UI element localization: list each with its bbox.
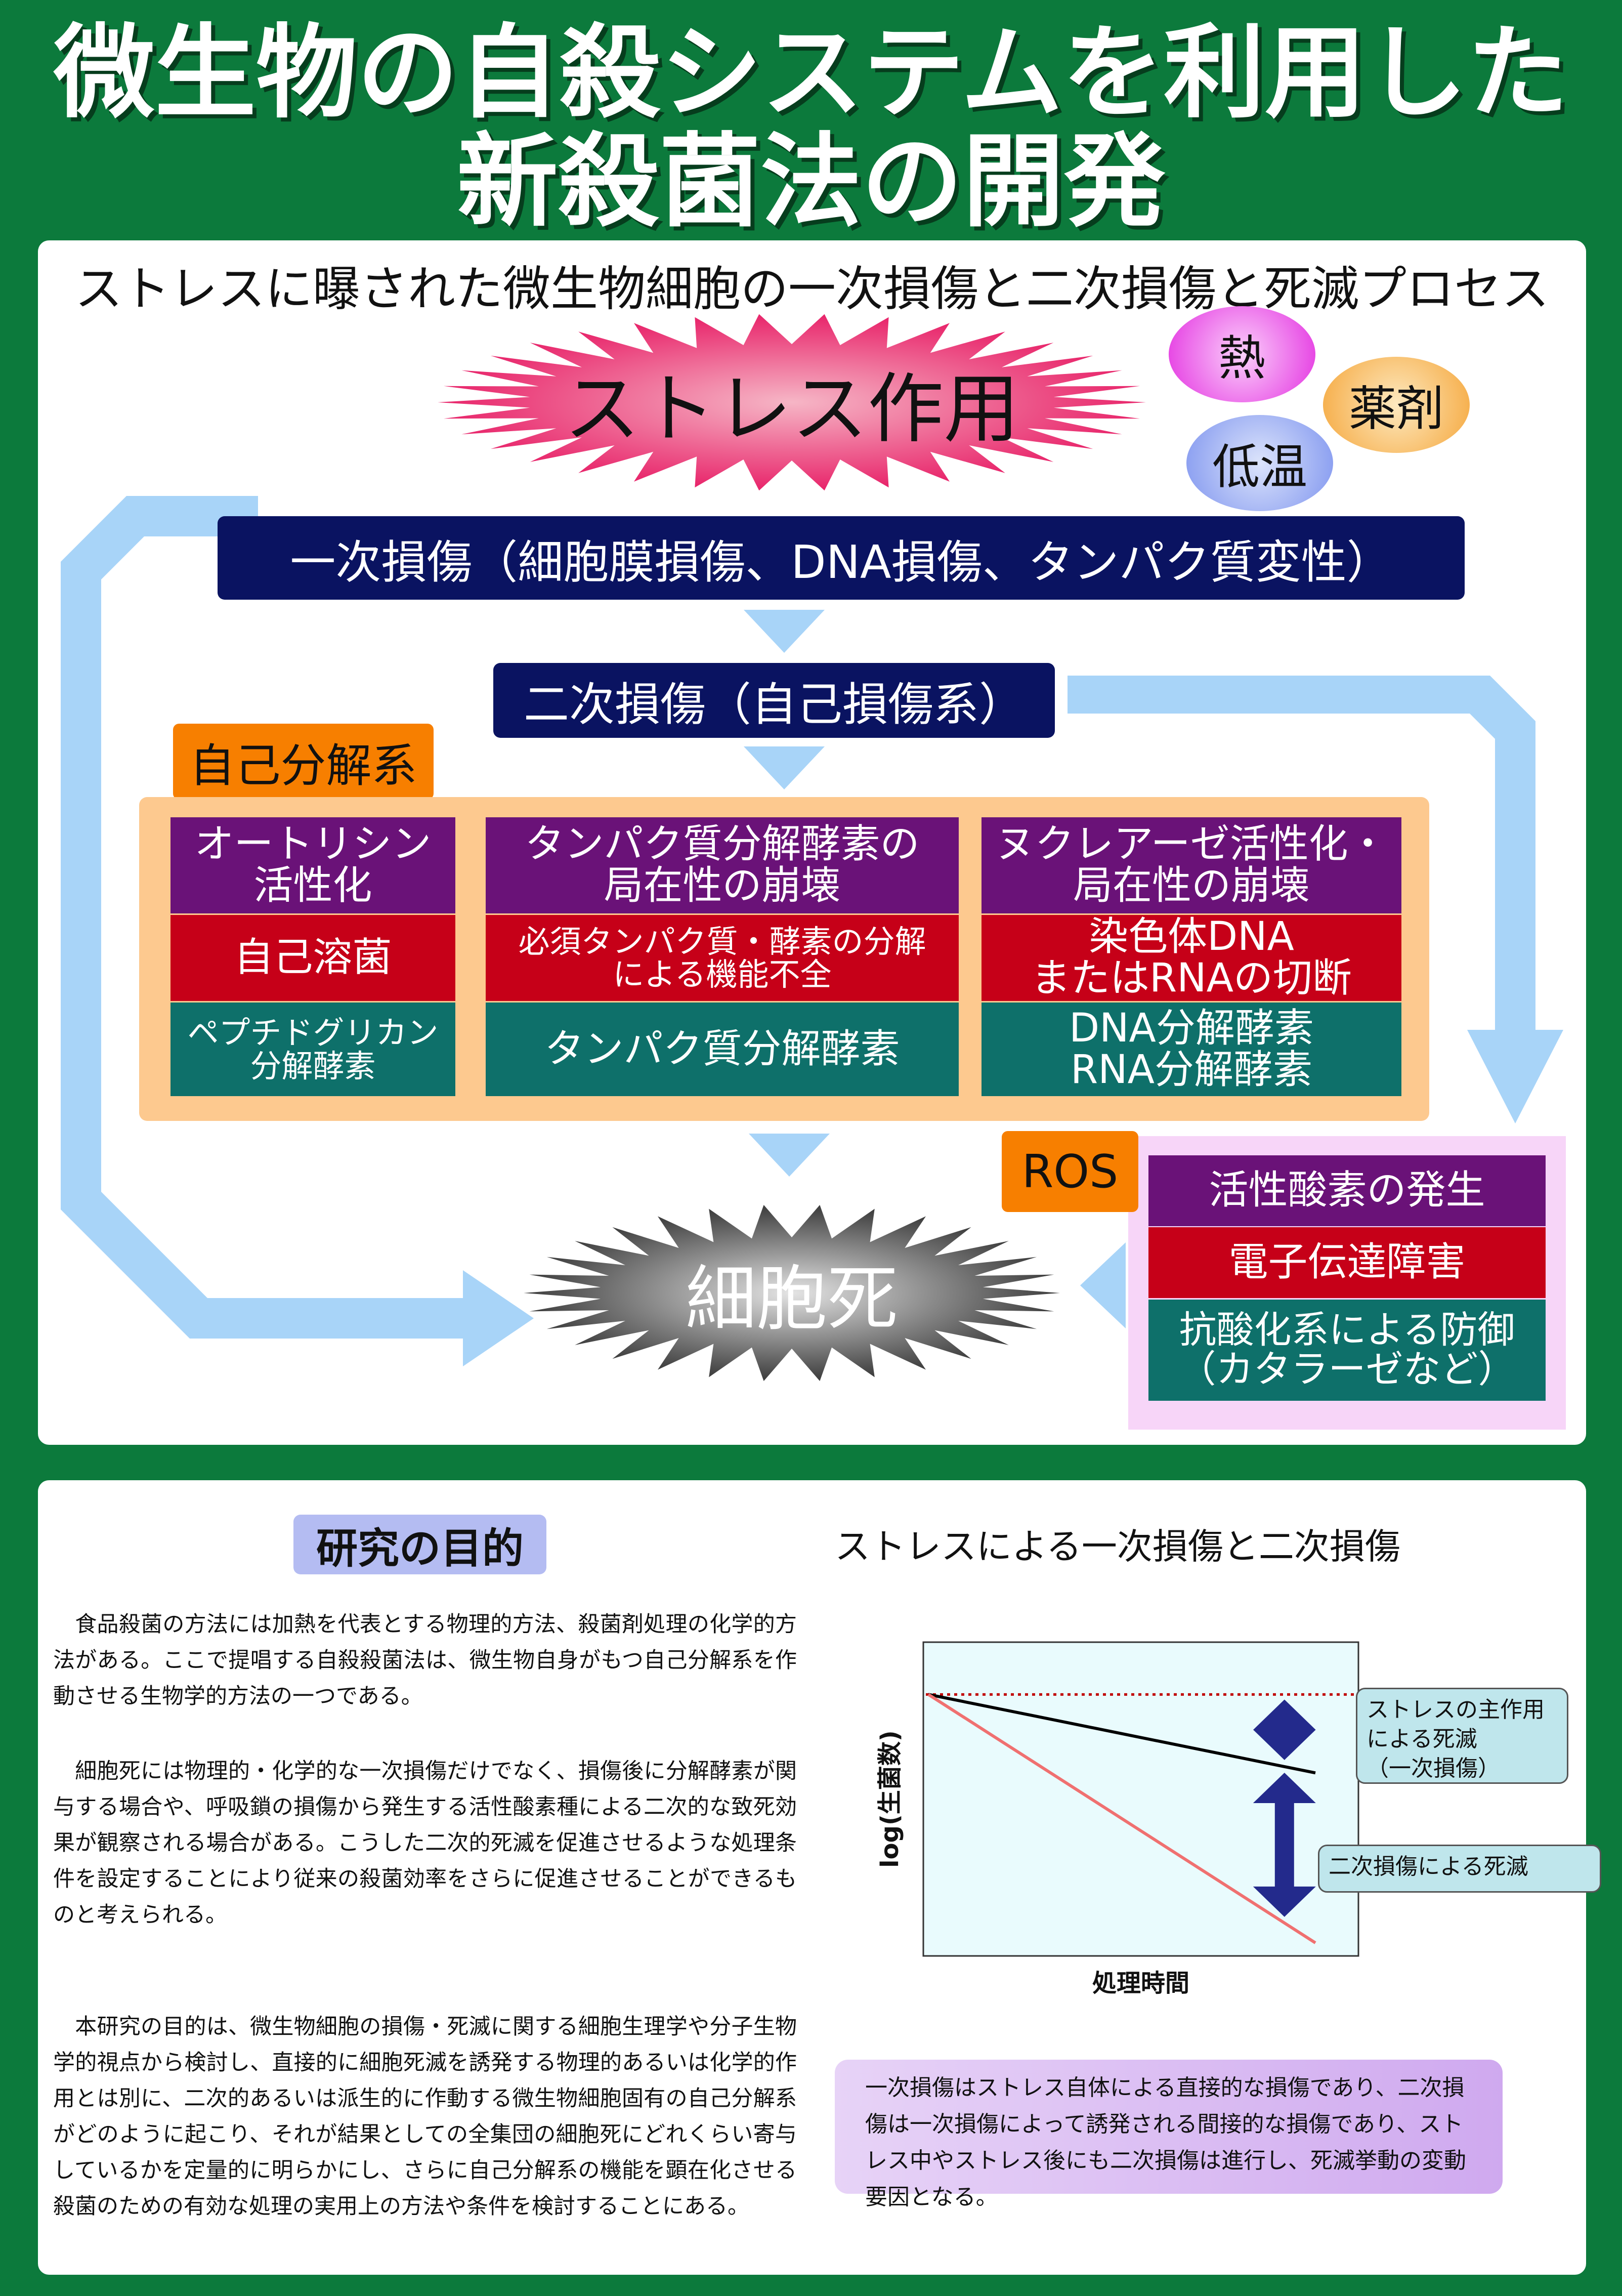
stressor-heat: 熱 [1169,306,1315,402]
autolysis-tag: 自己分解系 [173,724,434,800]
poster-title-line1: 微生物の自殺システムを利用した [53,14,1568,132]
summary-note: 一次損傷はストレス自体による直接的な損傷であり、二次損傷は一次損傷によって誘発さ… [835,2060,1503,2210]
primary-damage-bar: 一次損傷（細胞膜損傷、DNA損傷、タンパク質変性） [218,516,1465,600]
series-line-1 [928,1693,1316,1775]
secondary-damage-arrow [1253,1773,1316,1917]
secondary-damage-callout: 二次損傷による死滅 [1318,1845,1601,1893]
nuclease-activation: ヌクレアーゼ活性化・ 局在性の崩壊 [981,817,1401,913]
y-axis-label: log(生菌数) [876,1730,904,1868]
x-axis-label: 処理時間 [1092,1969,1189,1997]
primary-damage-callout: ストレスの主作用 による死滅 （一次損傷） [1356,1688,1568,1784]
nucleases: DNA分解酵素 RNA分解酵素 [981,1003,1401,1096]
chart: log(生菌数) 処理時間 [876,1641,1359,1997]
chevron-arrow [744,746,825,789]
diagram-subtitle: ストレスに曝された微生物細胞の一次損傷と二次損傷と死滅プロセス [74,262,1549,317]
diagram-panel: ストレスに曝された微生物細胞の一次損傷と二次損傷と死滅プロセス ストレス作用 熱… [38,240,1586,1445]
protease-delocalization: タンパク質分解酵素の 局在性の崩壊 [486,817,959,913]
chart-title: ストレスによる一次損傷と二次損傷 [835,1526,1400,1567]
purpose-paragraph-2: 細胞死には物理的・化学的な一次損傷だけでなく、損傷後に分解酵素が関与する場合や、… [53,1759,797,1928]
chevron-arrow [744,610,825,653]
series-line-2 [927,1693,1316,1944]
stressor-chemical: 薬剤 [1323,357,1470,453]
protease: タンパク質分解酵素 [486,1003,959,1096]
purpose-paragraph-3: 本研究の目的は、微生物細胞の損傷・死滅に関する細胞生理学や分子生物学的視点から検… [53,2014,797,2219]
electron-transport-failure: 電子伝達障害 [1148,1227,1546,1298]
antioxidant-defense: 抗酸化系による防御 （カタラーゼなど） [1148,1300,1546,1401]
purpose-heading: 研究の目的 [293,1515,546,1574]
chevron-arrow [749,1134,830,1177]
essential-protein-degradation: 必須タンパク質・酵素の分解 による機能不全 [486,915,959,1001]
peptidoglycan-enzyme: ペプチドグリカン 分解酵素 [170,1003,455,1096]
stressor-cold: 低温 [1186,415,1333,511]
primary-damage-arrow [1253,1699,1316,1760]
right-loop-arrow [1068,676,1563,1123]
poster-title-line2: 新殺菌法の開発 [456,123,1165,241]
stress-starburst [438,314,1146,491]
bottom-panel: 研究の目的 食品殺菌の方法には加熱を代表とする物理的方法、殺菌剤処理の化学的方法… [38,1480,1601,2275]
secondary-damage-bar: 二次損傷（自己損傷系） [493,663,1055,738]
purpose-paragraph-1: 食品殺菌の方法には加熱を代表とする物理的方法、殺菌剤処理の化学的方法がある。ここ… [53,1612,797,1709]
autolysin-activation: オートリシン 活性化 [170,817,455,913]
cell-death-label: 細胞死 [685,1258,898,1341]
dna-rna-cleavage: 染色体DNA またはRNAの切断 [981,915,1401,1001]
chevron-arrow [1080,1242,1126,1328]
flow-arrows [61,496,1563,1366]
ros-tag: ROS [1002,1131,1138,1212]
cell-death-starburst [524,1205,1060,1381]
autolysis-lysis: 自己溶菌 [170,915,455,1001]
stress-label: ストレス作用 [564,365,1019,453]
ros-generation: 活性酸素の発生 [1148,1155,1546,1226]
